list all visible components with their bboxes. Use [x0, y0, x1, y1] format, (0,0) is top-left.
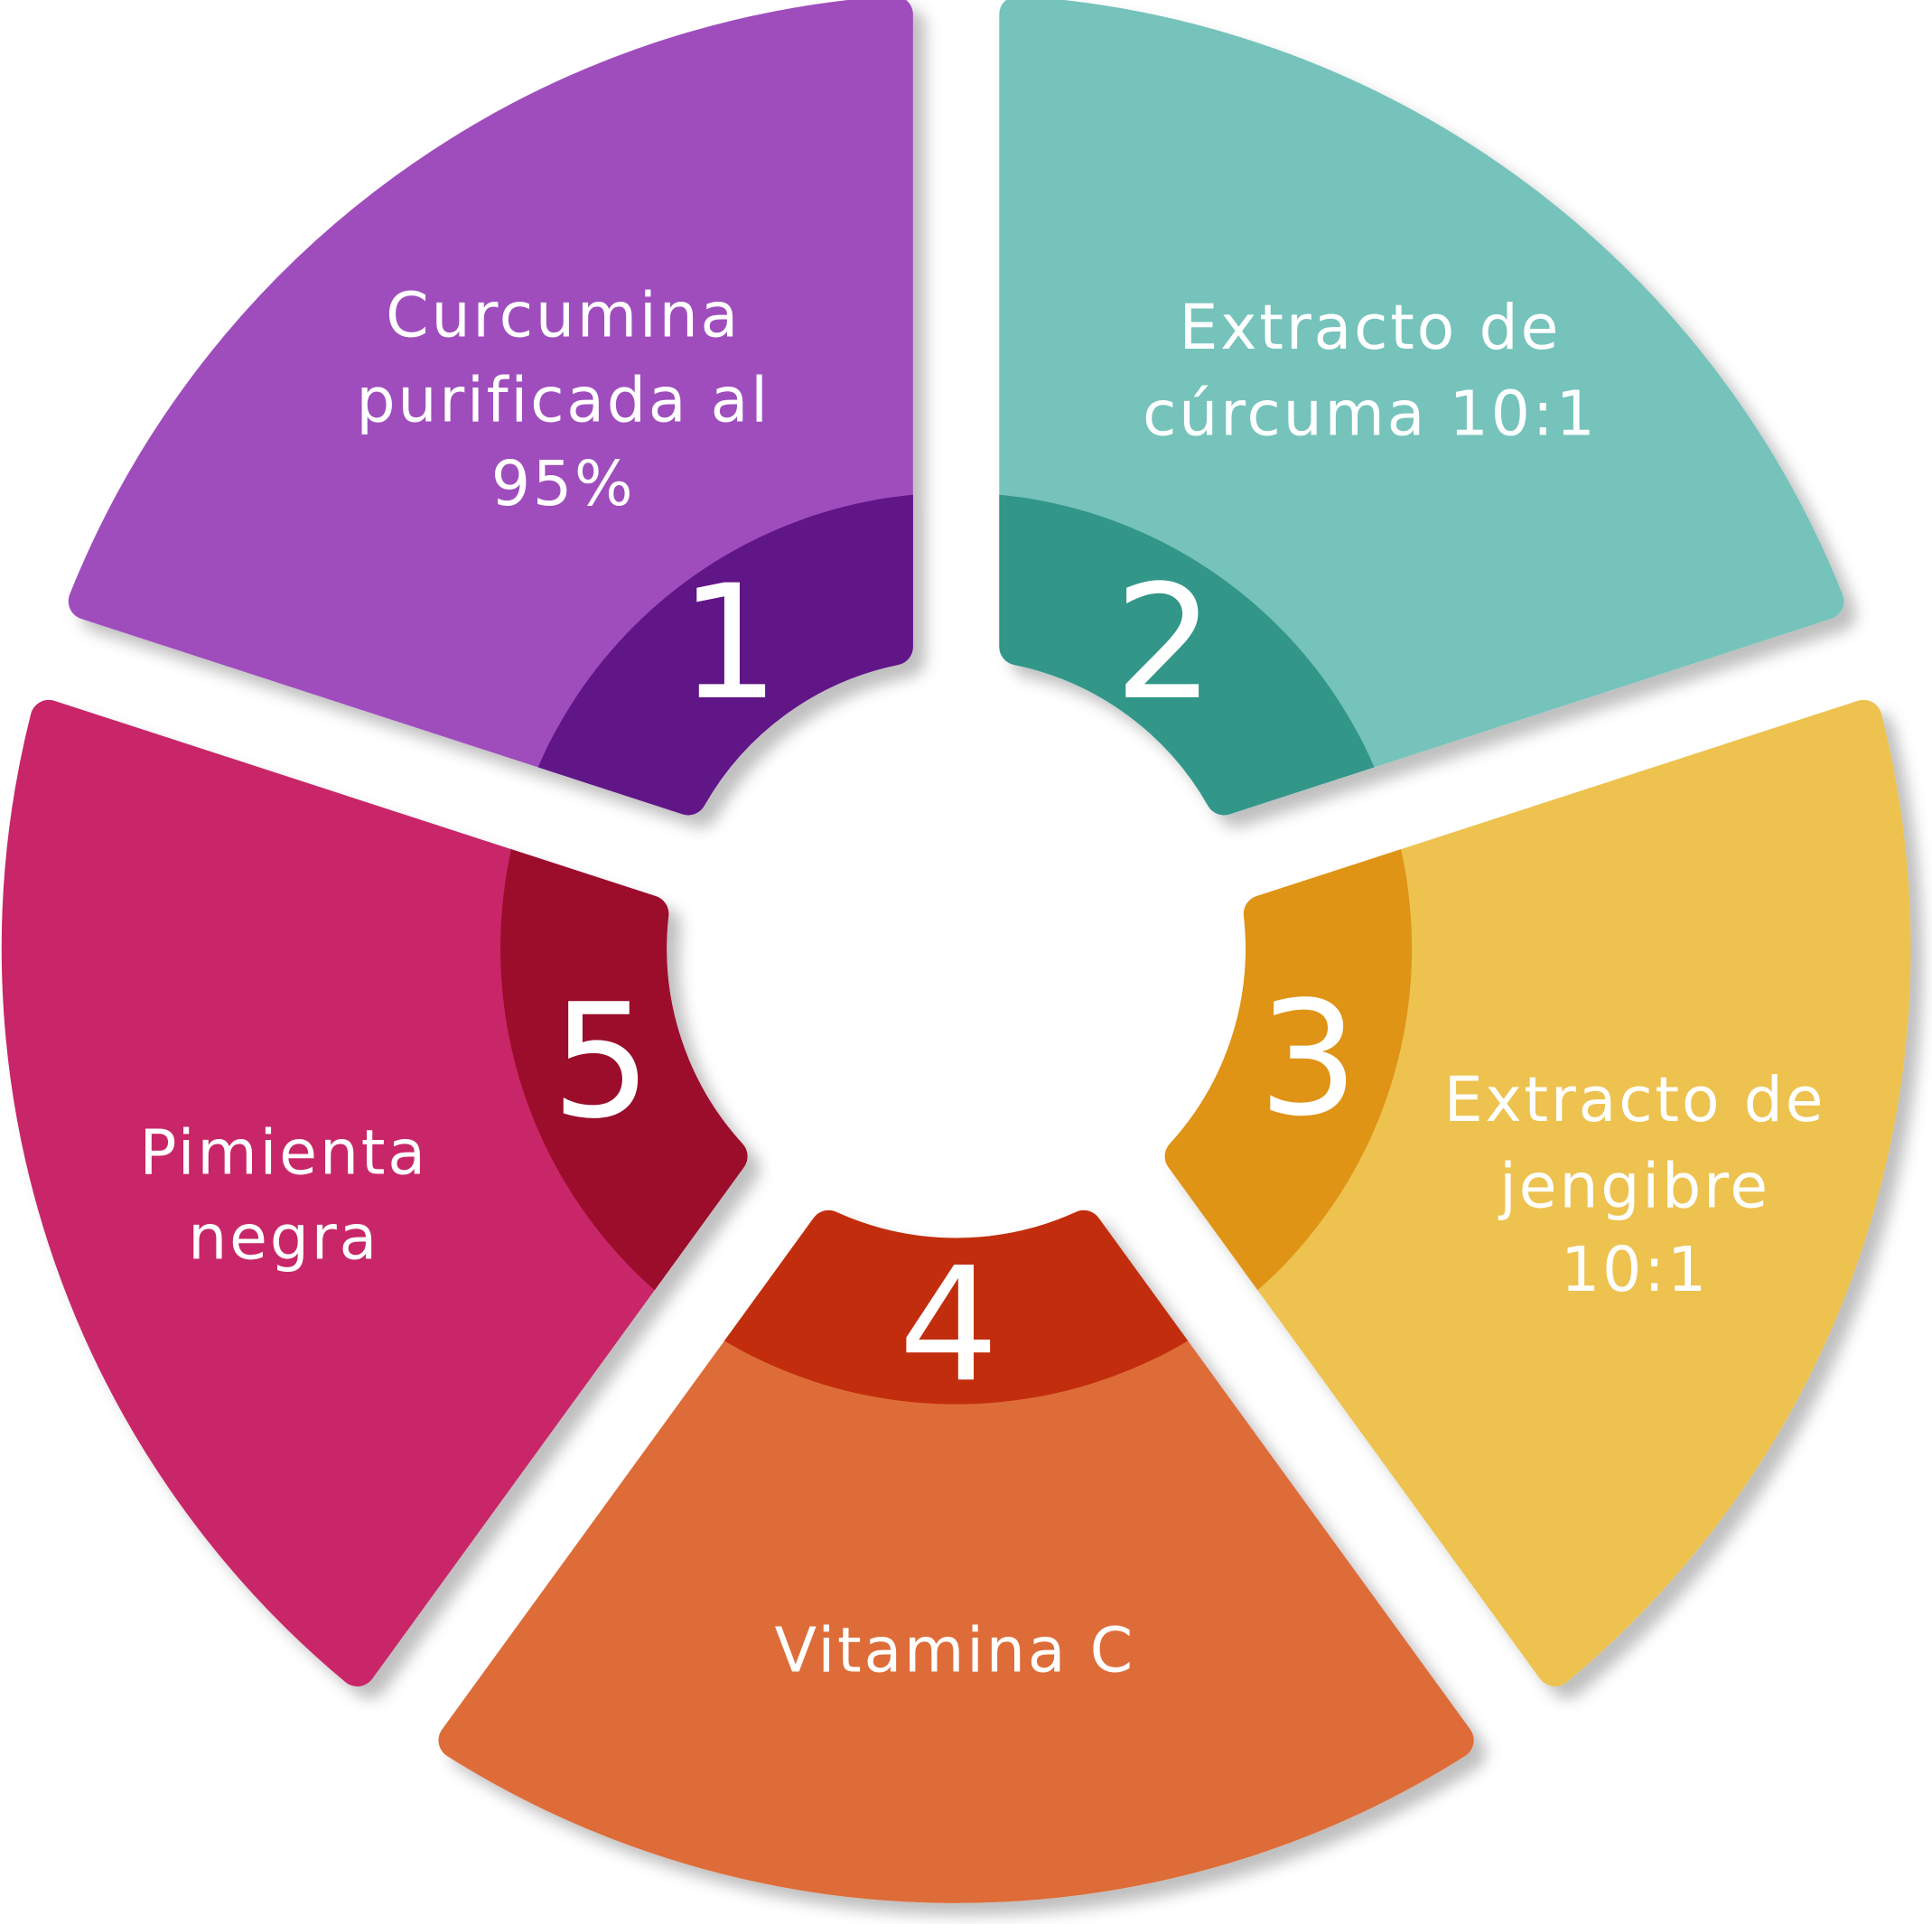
segment-2-number: 2 — [1115, 552, 1215, 735]
segment-4 — [438, 1210, 1474, 1903]
segment-3-number: 3 — [1258, 968, 1358, 1152]
segment-3-label-line: Extracto de — [1444, 1065, 1826, 1136]
segment-2 — [999, 0, 1844, 816]
segment-5-label-line: negra — [188, 1203, 379, 1275]
segment-5 — [1, 699, 748, 1686]
segment-5-text: Pimienta negra 5 — [139, 970, 651, 1274]
segment-4-text: Vitamina C 4 — [774, 1234, 1134, 1686]
segment-1-text: Curcumina purificada al 95% 1 — [356, 280, 779, 735]
segment-inner-band — [686, 1210, 1227, 1405]
segment-4-label-line: Vitamina C — [774, 1615, 1134, 1686]
segment-5-number: 5 — [551, 970, 651, 1153]
segment-1-label-line: purificada al — [356, 365, 770, 436]
segment-5-label-line: Pimienta — [139, 1118, 427, 1190]
segment-3-label-line: jengibre — [1498, 1151, 1770, 1222]
segment-1 — [68, 0, 913, 816]
segment-3-label-line: 10:1 — [1561, 1235, 1709, 1306]
segment-2-label-line: Extracto de — [1179, 293, 1561, 364]
segment-2-label-line: cúrcuma 10:1 — [1143, 378, 1598, 450]
segment-3 — [1164, 699, 1911, 1686]
segment-1-label-line: Curcumina — [386, 280, 741, 351]
segment-2-text: Extracto de cúrcuma 10:1 2 — [1115, 293, 1598, 735]
segment-4-number: 4 — [899, 1234, 999, 1417]
segment-1-label-line: 95% — [491, 449, 636, 520]
segment-1-number: 1 — [679, 552, 779, 735]
segment-3-text: Extracto de jengibre 10:1 3 — [1258, 968, 1826, 1306]
